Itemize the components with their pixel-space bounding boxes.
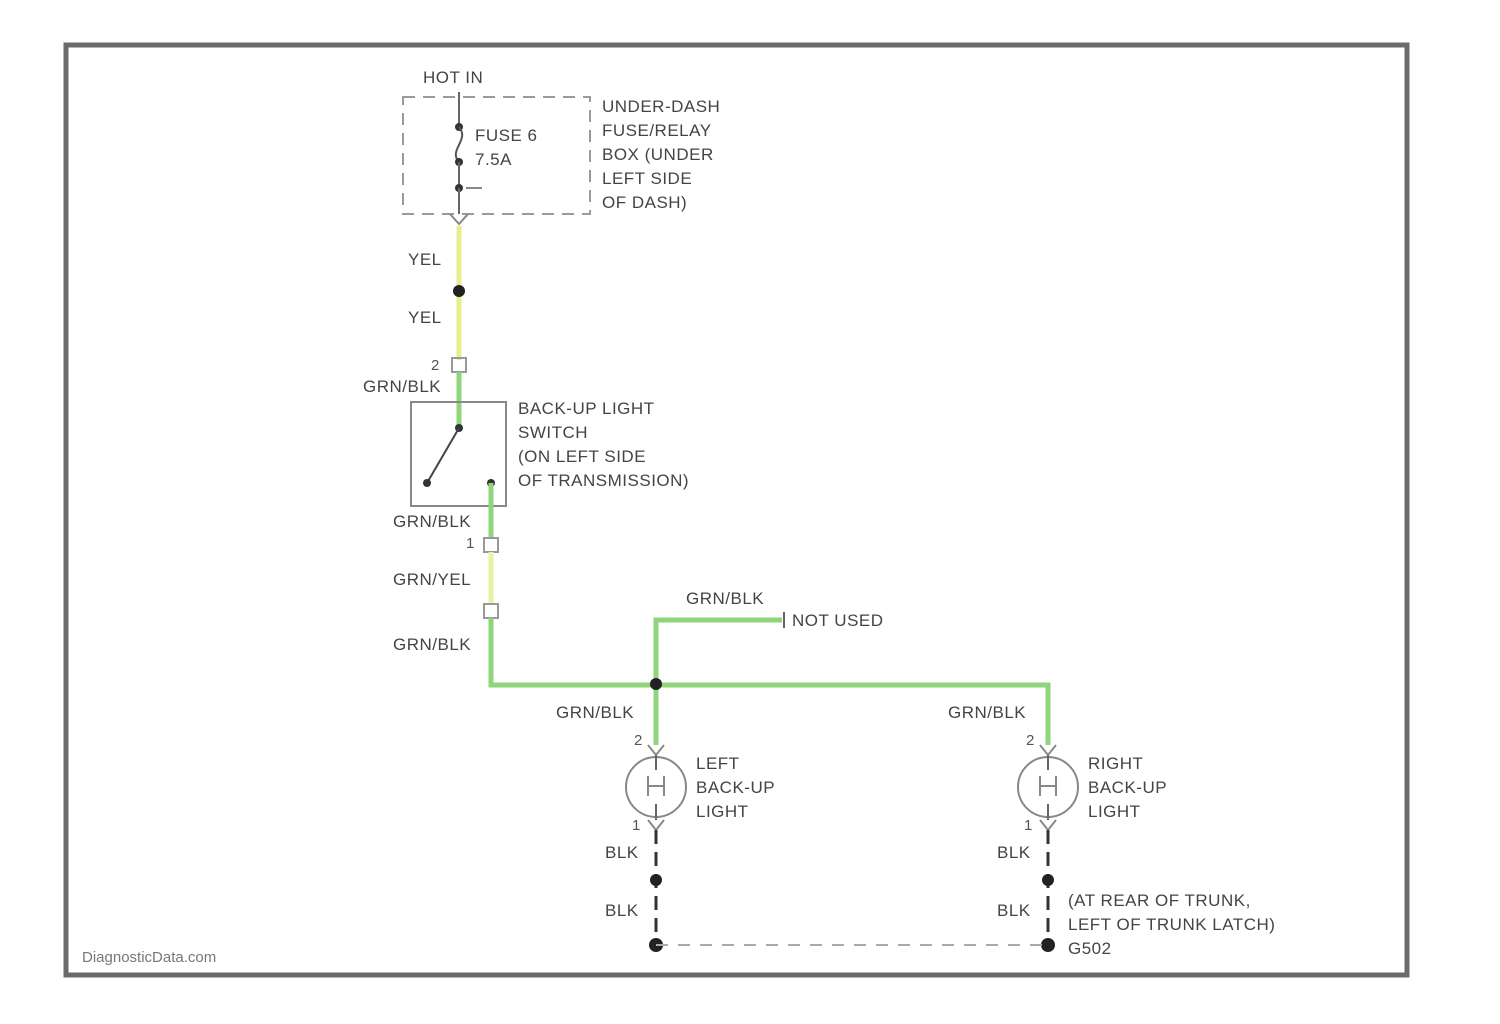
blk-label-left-lower: BLK <box>605 901 639 920</box>
switch-pin-top: 2 <box>431 357 439 374</box>
grn-blk-label-switch-out: GRN/BLK <box>393 512 471 531</box>
fuse-box-line: FUSE/RELAY <box>602 121 712 140</box>
grn-blk-label-unused: GRN/BLK <box>686 589 764 608</box>
right-lamp-pin-bottom: 1 <box>1024 817 1032 834</box>
diagram-frame <box>66 45 1407 975</box>
switch-label-line: SWITCH <box>518 423 588 442</box>
left-lamp-pin-top: 2 <box>634 732 642 749</box>
fuse-rating-label: 7.5A <box>475 150 512 169</box>
left-lamp-pin-bottom: 1 <box>632 817 640 834</box>
right-light-label-line: RIGHT <box>1088 754 1143 773</box>
grn-yel-wire-label: GRN/YEL <box>393 570 471 589</box>
hot-in-label: HOT IN <box>423 68 483 87</box>
yel-wire-label-lower: YEL <box>408 308 442 327</box>
yel-splice <box>453 285 465 297</box>
fuse-name-label: FUSE 6 <box>475 126 538 145</box>
right-lamp-pin-top: 2 <box>1026 732 1034 749</box>
fuse-box-line: LEFT SIDE <box>602 169 692 188</box>
ground-label-line: (AT REAR OF TRUNK, <box>1068 891 1251 910</box>
right-light-label-line: BACK-UP <box>1088 778 1167 797</box>
fuse-box-line: BOX (UNDER <box>602 145 714 164</box>
grn-blk-label-switch-feed: GRN/BLK <box>363 377 441 396</box>
blk-label-right-upper: BLK <box>997 843 1031 862</box>
grn-blk-label-left: GRN/BLK <box>556 703 634 722</box>
switch-pin-bottom: 1 <box>466 535 474 552</box>
switch-pivot <box>423 479 431 487</box>
left-blk-splice <box>650 874 662 886</box>
grn-blk-label-bus: GRN/BLK <box>393 635 471 654</box>
ground-label-line: LEFT OF TRUNK LATCH) <box>1068 915 1275 934</box>
blk-label-left-upper: BLK <box>605 843 639 862</box>
fuse-box-line: OF DASH) <box>602 193 687 212</box>
main-splice <box>650 678 662 690</box>
left-light-label-line: LIGHT <box>696 802 749 821</box>
fuse-box-line: UNDER-DASH <box>602 97 720 116</box>
grn-blk-label-right: GRN/BLK <box>948 703 1026 722</box>
right-light-label-line: LIGHT <box>1088 802 1141 821</box>
left-light-label-line: BACK-UP <box>696 778 775 797</box>
ground-label-line: G502 <box>1068 939 1112 958</box>
yel-wire-label-upper: YEL <box>408 250 442 269</box>
blk-label-right-lower: BLK <box>997 901 1031 920</box>
watermark: DiagnosticData.com <box>82 949 216 966</box>
switch-label-line: BACK-UP LIGHT <box>518 399 655 418</box>
switch-label-line: OF TRANSMISSION) <box>518 471 689 490</box>
left-light-label-line: LEFT <box>696 754 740 773</box>
right-blk-splice <box>1042 874 1054 886</box>
not-used-label: NOT USED <box>792 611 884 630</box>
switch-label-line: (ON LEFT SIDE <box>518 447 646 466</box>
